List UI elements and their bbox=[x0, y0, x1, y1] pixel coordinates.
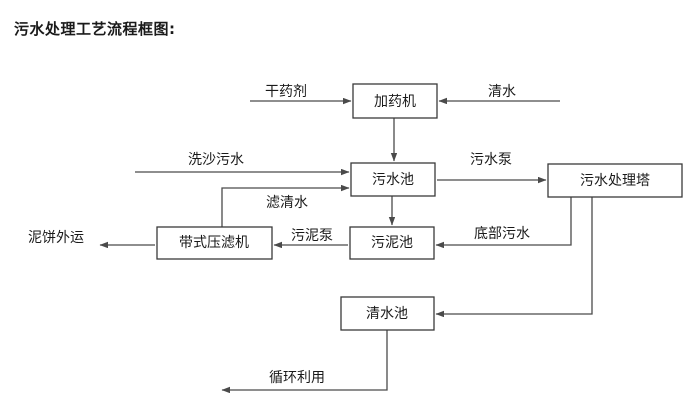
node-wastewater-pool[interactable]: 污水池 bbox=[350, 162, 436, 197]
connection-tower-to-sludge-pool bbox=[435, 197, 572, 249]
nodes-layer: 加药机 污水池 污水处理塔 带式压滤机 污泥池 清水池 bbox=[156, 83, 683, 331]
terminal-labels-layer: 干药剂 清水 洗沙污水 泥饼外运 bbox=[28, 84, 516, 246]
edge-label-recycle-reuse: 循环利用 bbox=[269, 370, 325, 386]
node-label-treatment-tower: 污水处理塔 bbox=[580, 173, 650, 189]
node-label-wastewater-pool: 污水池 bbox=[372, 172, 414, 188]
node-label-belt-filter-press: 带式压滤机 bbox=[179, 235, 249, 251]
edge-label-wastewater-pump: 污水泵 bbox=[470, 152, 512, 168]
node-label-dosing-machine: 加药机 bbox=[374, 94, 416, 110]
terminal-label-sand-wash-water: 洗沙污水 bbox=[188, 152, 244, 168]
node-dosing-machine[interactable]: 加药机 bbox=[352, 83, 438, 119]
terminal-label-clean-water: 清水 bbox=[488, 84, 516, 100]
connection-tower-to-clear-water-pool bbox=[435, 197, 593, 318]
connection-clear-water-pool-to-recycle bbox=[221, 330, 388, 394]
node-sludge-pool[interactable]: 污泥池 bbox=[349, 226, 435, 260]
node-label-clear-water-pool: 清水池 bbox=[366, 306, 408, 322]
terminal-label-dry-chemical: 干药剂 bbox=[265, 84, 307, 100]
edge-label-bottom-wastewater: 底部污水 bbox=[474, 226, 530, 242]
node-clear-water-pool[interactable]: 清水池 bbox=[340, 296, 435, 331]
node-label-sludge-pool: 污泥池 bbox=[371, 235, 413, 251]
node-treatment-tower[interactable]: 污水处理塔 bbox=[547, 163, 683, 198]
connections-layer bbox=[99, 97, 593, 394]
edge-label-sludge-pump: 污泥泵 bbox=[291, 228, 333, 244]
node-belt-filter-press[interactable]: 带式压滤机 bbox=[156, 226, 273, 260]
page-title: 污水处理工艺流程框图: bbox=[14, 20, 176, 38]
connection-press-to-wastewater-pool bbox=[221, 184, 350, 227]
edge-labels-layer: 滤清水 污水泵 污泥泵 底部污水 循环利用 bbox=[266, 152, 530, 386]
terminal-label-mud-cake-out: 泥饼外运 bbox=[28, 230, 84, 246]
edge-label-filtered-water: 滤清水 bbox=[266, 195, 308, 211]
